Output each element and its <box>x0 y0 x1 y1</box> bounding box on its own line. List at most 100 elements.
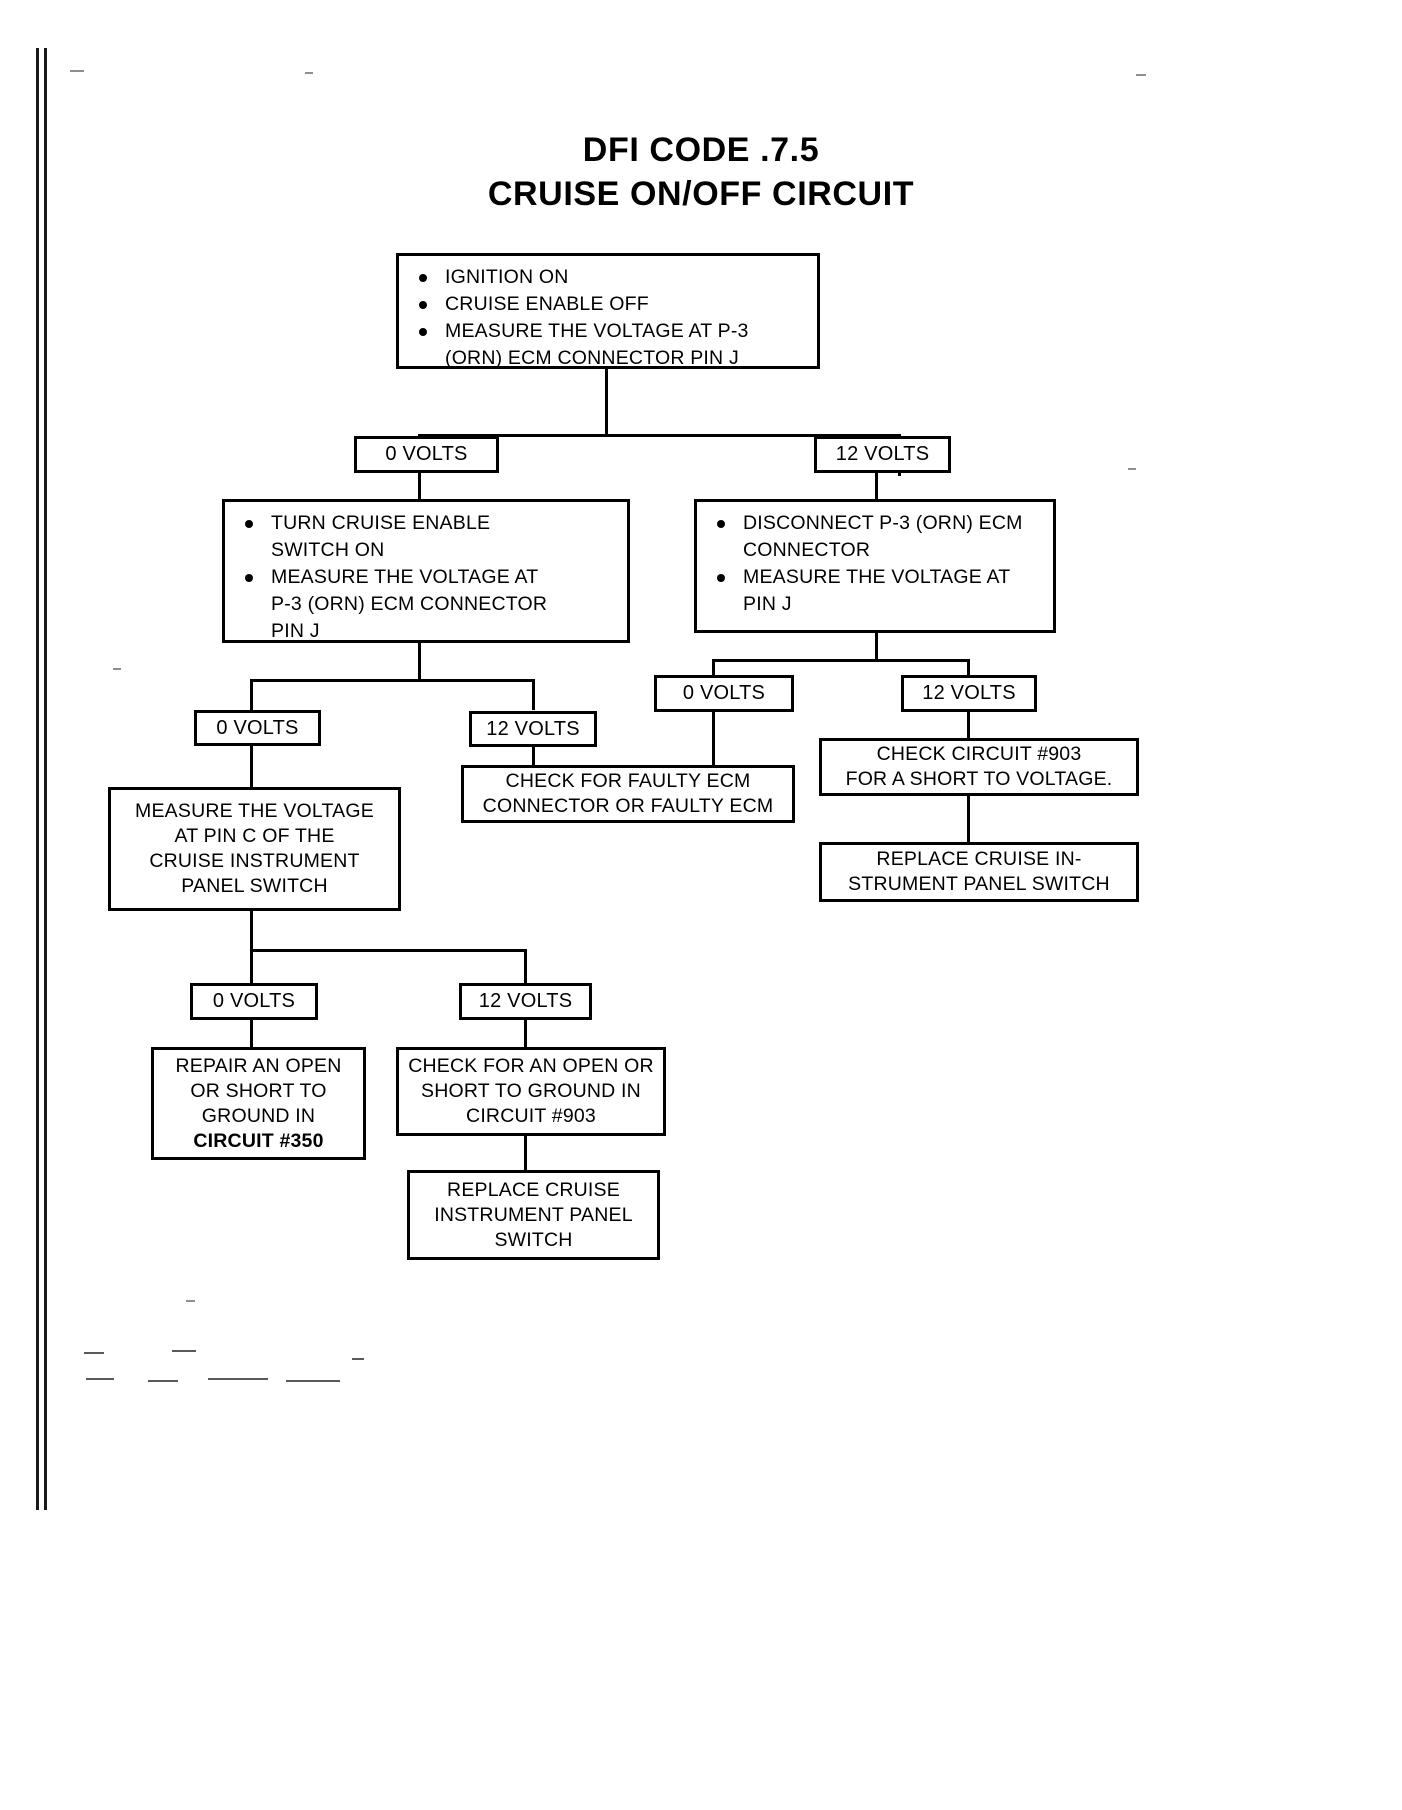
scan-speck-mid-right <box>1128 468 1136 470</box>
connector-measure-pin-c-down <box>250 911 253 949</box>
connector-start-down <box>605 369 608 434</box>
list-item-continuation: P-3 (ORN) ECM CONNECTOR <box>271 593 548 615</box>
replace-cruise-panel-switch-box-right: REPLACE CRUISE IN- STRUMENT PANEL SWITCH <box>819 842 1139 902</box>
replace-cruise-instrument-panel-switch-box-bottom: REPLACE CRUISE INSTRUMENT PANEL SWITCH <box>407 1170 660 1260</box>
box-line: PANEL SWITCH <box>181 875 328 897</box>
list-item: MEASURE THE VOLTAGE AT P-3 <box>411 319 807 344</box>
list-item-continuation: PIN J <box>271 620 320 642</box>
scan-speck-bottom-g <box>286 1380 340 1382</box>
bullet-dot-icon <box>245 574 253 582</box>
branch-label-text: 0 VOLTS <box>385 443 468 465</box>
box-line: MEASURE THE VOLTAGE <box>135 800 374 822</box>
connector-left-level2-bus <box>250 679 535 682</box>
branch-label-12-volts-level1: 12 VOLTS <box>814 436 951 473</box>
branch-label-0-volts-right: 0 VOLTS <box>654 675 794 712</box>
box-line: CHECK CIRCUIT #903 <box>876 743 1082 765</box>
branch-label-text: 0 VOLTS <box>216 716 299 739</box>
connector-check-903-ground-to-replace-switch <box>524 1136 527 1170</box>
connector-right-test-down <box>875 633 878 659</box>
connector-0v-left-to-measure-pin-c <box>250 746 253 787</box>
scan-speck-bottom-a <box>84 1352 104 1354</box>
box-line: SHORT TO GROUND IN <box>421 1080 641 1102</box>
list-item: DISCONNECT P-3 (ORN) ECM <box>709 511 1043 536</box>
scan-speck-bottom-c <box>352 1358 364 1360</box>
branch-label-text: 0 VOLTS <box>682 682 766 704</box>
list-item: TURN CRUISE ENABLE <box>237 511 617 536</box>
box-line: CIRCUIT #903 <box>466 1105 596 1127</box>
connector-0v-right-to-faulty-ecm <box>712 712 715 768</box>
list-item: IGNITION ON <box>411 265 807 290</box>
list-item-continuation: PIN J <box>743 593 792 615</box>
connector-right-level2-right-drop <box>967 659 970 675</box>
connector-left-level3-right-drop <box>524 949 527 983</box>
box-line: INSTRUMENT PANEL <box>434 1203 633 1226</box>
connector-left-level3-left-drop <box>250 949 253 983</box>
bullet-dot-icon <box>245 520 253 528</box>
bullet-dot-icon <box>419 301 427 309</box>
initial-test-box: IGNITION ON CRUISE ENABLE OFF MEASURE TH… <box>396 253 820 369</box>
connector-12v-l1-to-right-test <box>875 473 878 501</box>
connector-0v-l3-to-repair-350 <box>250 1020 253 1047</box>
scan-speck-mid-left <box>113 668 121 670</box>
box-line: CRUISE INSTRUMENT <box>149 850 360 872</box>
box-line-circuit-350: CIRCUIT #350 <box>193 1129 324 1152</box>
branch-label-0-volts-left-level2: 0 VOLTS <box>194 710 321 746</box>
connector-level1-bus <box>418 434 901 437</box>
bullet-dot-icon <box>717 574 725 582</box>
scan-speck-bottom-b <box>172 1350 196 1352</box>
turn-cruise-enable-box: TURN CRUISE ENABLE SWITCH ON MEASURE THE… <box>222 499 630 643</box>
box-line: FOR A SHORT TO VOLTAGE. <box>845 768 1113 790</box>
list-item-continuation: SWITCH ON <box>271 539 385 561</box>
scan-speck-lower-left <box>186 1300 195 1302</box>
box-line: CHECK FOR FAULTY ECM <box>505 770 751 792</box>
list-item: MEASURE THE VOLTAGE AT <box>237 565 617 590</box>
branch-label-text: 12 VOLTS <box>922 682 1016 704</box>
branch-label-0-volts-level3: 0 VOLTS <box>190 983 318 1020</box>
connector-12v-l3-to-check-903-ground <box>524 1020 527 1047</box>
connector-right-level2-bus <box>712 659 970 662</box>
check-circuit-903-short-voltage-box: CHECK CIRCUIT #903 FOR A SHORT TO VOLTAG… <box>819 738 1139 796</box>
box-line: GROUND IN <box>201 1104 316 1127</box>
connector-right-level2-left-drop <box>712 659 715 675</box>
scan-speck-bottom-d <box>86 1378 114 1380</box>
connector-12v-right-to-check-903 <box>967 712 970 738</box>
branch-label-text: 0 VOLTS <box>212 990 296 1012</box>
connector-check-903-to-replace-switch <box>967 796 970 842</box>
list-item-continuation: (ORN) ECM CONNECTOR PIN J <box>445 347 739 369</box>
box-line: STRUMENT PANEL SWITCH <box>848 873 1110 895</box>
branch-label-text: 12 VOLTS <box>835 443 930 465</box>
list-item-continuation: CONNECTOR <box>743 539 871 561</box>
connector-left-level2-left-drop <box>250 679 253 710</box>
branch-label-0-volts-level1: 0 VOLTS <box>354 436 499 473</box>
box-line: CHECK FOR AN OPEN OR <box>408 1055 654 1077</box>
scan-speck-bottom-f <box>208 1378 268 1380</box>
box-line: REPAIR AN OPEN <box>175 1054 342 1077</box>
page-binding-edge-inner <box>44 48 47 1510</box>
repair-open-short-circuit-350-box: REPAIR AN OPEN OR SHORT TO GROUND IN CIR… <box>151 1047 366 1160</box>
box-line: OR SHORT TO <box>190 1079 327 1102</box>
branch-label-12-volts-right: 12 VOLTS <box>901 675 1037 712</box>
scan-speck-bottom-e <box>148 1380 178 1382</box>
bullet-dot-icon <box>419 274 427 282</box>
disconnect-ecm-box: DISCONNECT P-3 (ORN) ECM CONNECTOR MEASU… <box>694 499 1056 633</box>
connector-12v-left-to-faulty-ecm <box>532 747 535 765</box>
branch-label-12-volts-left-level2: 12 VOLTS <box>469 711 597 747</box>
page-title-line-2: CRUISE ON/OFF CIRCUIT <box>487 175 915 213</box>
box-line: SWITCH <box>494 1228 573 1251</box>
bullet-dot-icon <box>419 328 427 336</box>
list-item: MEASURE THE VOLTAGE AT <box>709 565 1043 590</box>
scan-speck-top-mid <box>305 72 313 74</box>
check-open-short-ground-circuit-903-box: CHECK FOR AN OPEN OR SHORT TO GROUND IN … <box>396 1047 666 1136</box>
scan-speck-top-left <box>70 70 84 72</box>
connector-left-level3-bus <box>250 949 527 952</box>
page-title-line-1: DFI CODE .7.5 <box>582 131 820 169</box>
box-line: CONNECTOR OR FAULTY ECM <box>482 795 774 817</box>
page-binding-edge-outer <box>36 48 39 1510</box>
list-item: CRUISE ENABLE OFF <box>411 292 807 317</box>
branch-label-12-volts-level3: 12 VOLTS <box>459 983 592 1020</box>
check-faulty-ecm-box: CHECK FOR FAULTY ECM CONNECTOR OR FAULTY… <box>461 765 795 823</box>
connector-0v-l1-to-left-test <box>418 473 421 501</box>
branch-label-text: 12 VOLTS <box>478 990 573 1012</box>
scan-speck-top-right <box>1136 74 1146 76</box>
